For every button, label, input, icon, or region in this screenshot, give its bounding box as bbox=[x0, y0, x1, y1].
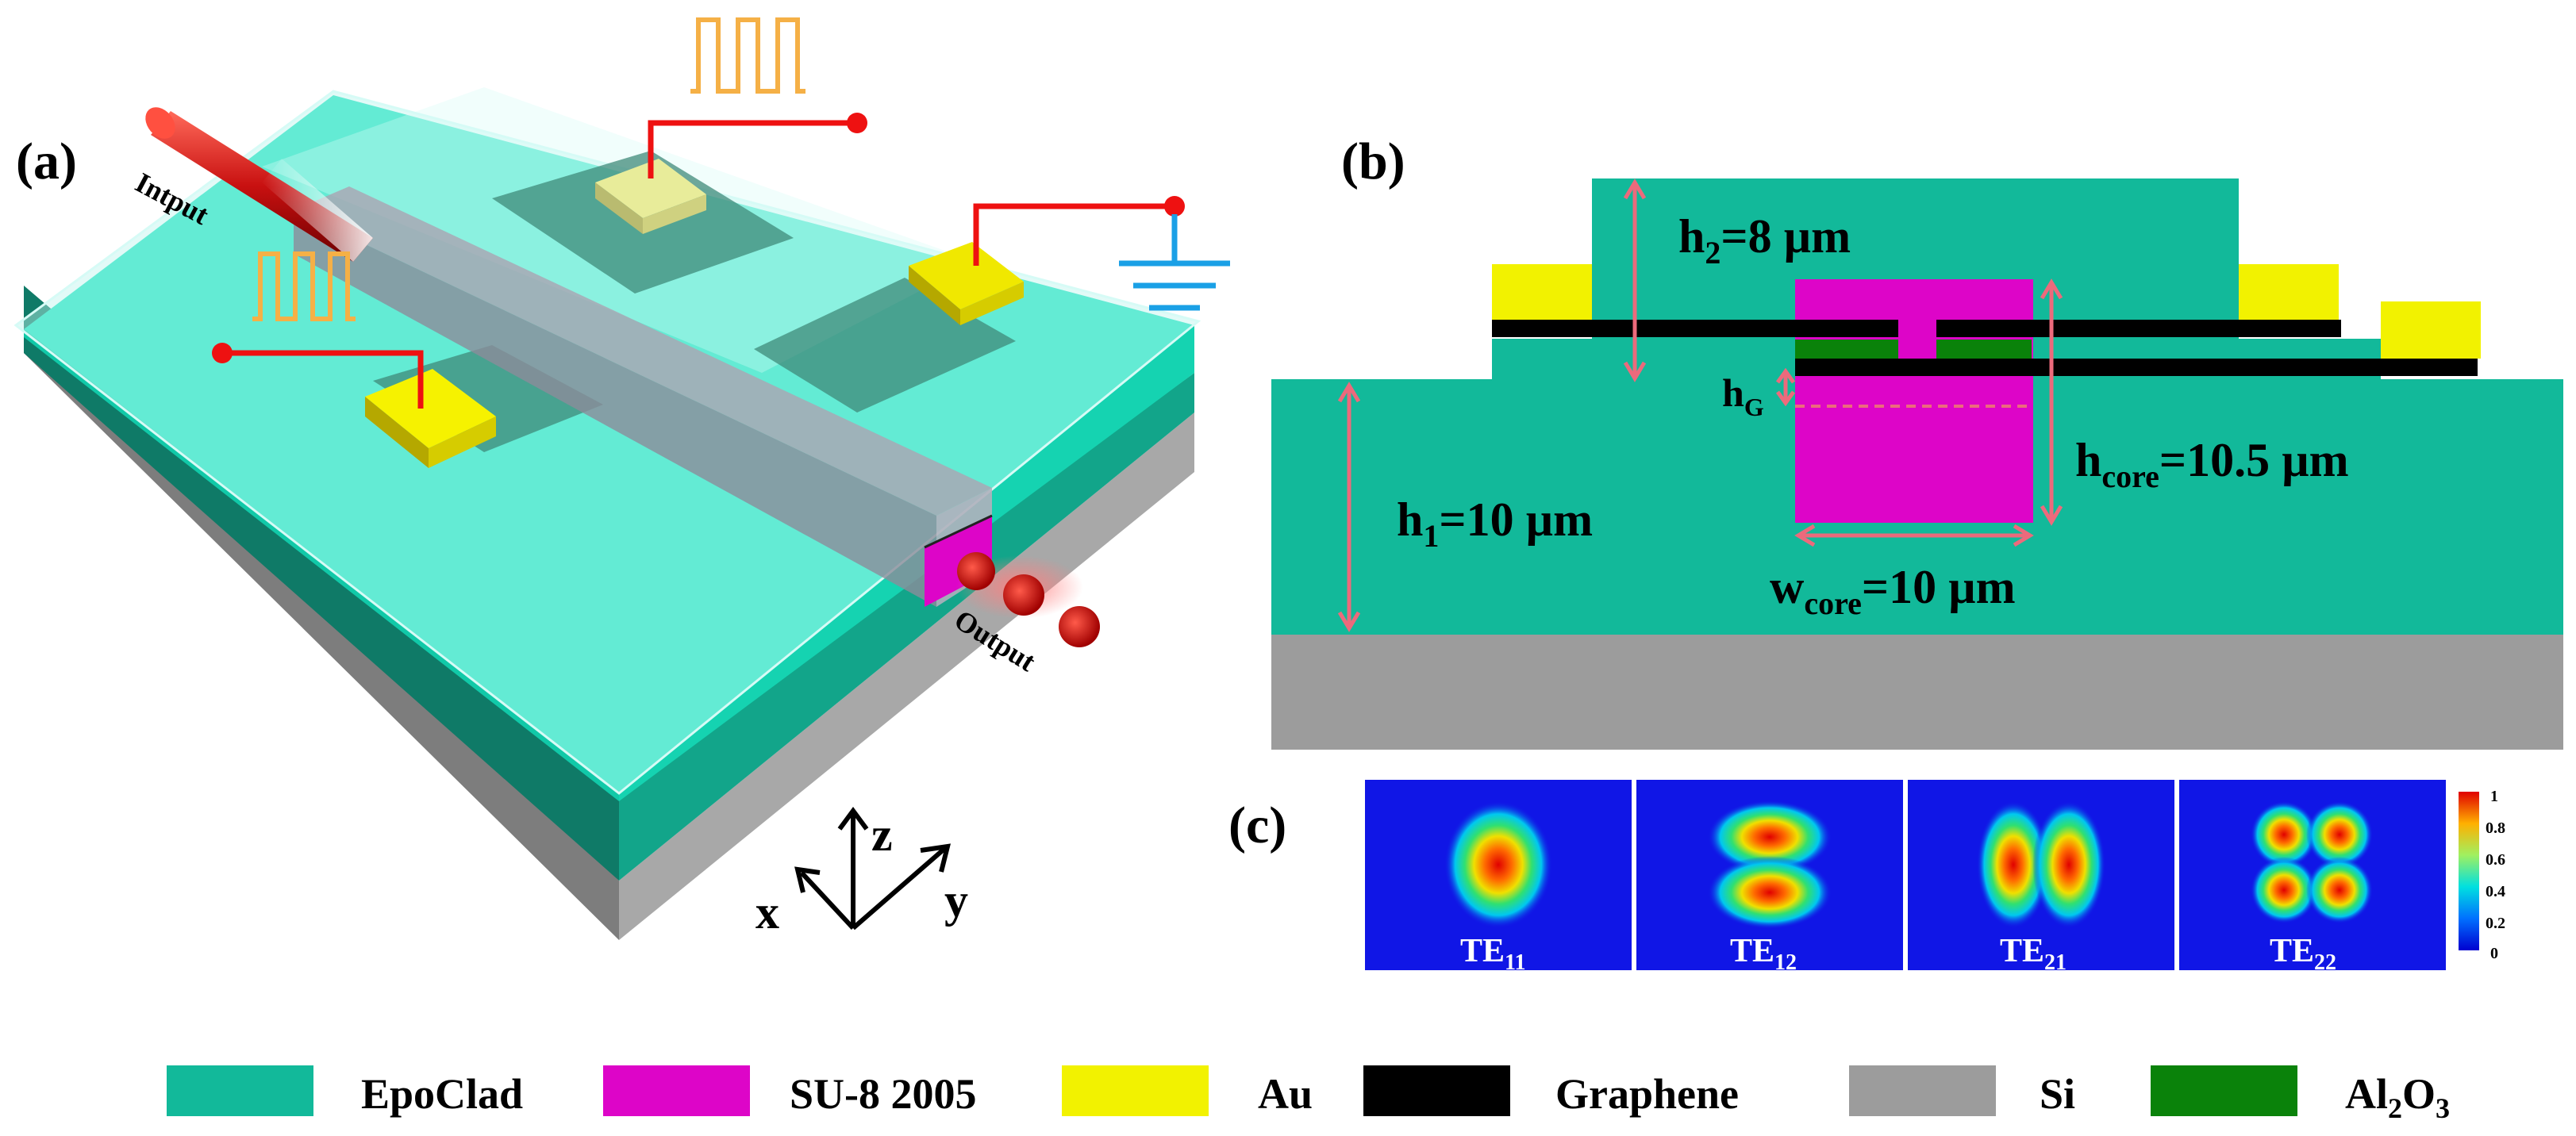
axis-x-label: x bbox=[755, 886, 779, 938]
gold-pad-left bbox=[365, 369, 496, 468]
legend-label-su8: SU-8 2005 bbox=[790, 1070, 977, 1118]
ground-icon bbox=[1119, 214, 1230, 311]
pulse-signal-icon-top bbox=[690, 17, 805, 94]
h1-label: h1=10 µm bbox=[1397, 493, 1593, 554]
wcore-label: wcore=10 µm bbox=[1770, 561, 2016, 621]
terminal-top bbox=[847, 113, 867, 133]
axis-z-label: z bbox=[871, 808, 893, 861]
wire-right bbox=[973, 203, 1175, 266]
mode-te21: TE21 bbox=[1908, 780, 2174, 975]
si-layer bbox=[1271, 635, 2563, 750]
terminal-left bbox=[212, 343, 233, 363]
dimension-arrows bbox=[1337, 178, 2063, 632]
si-substrate-side-right bbox=[619, 413, 1194, 940]
lower-clad-side-right bbox=[619, 373, 1194, 881]
hcore-label: hcore=10.5 µm bbox=[2075, 434, 2349, 494]
panel-b: (b) bbox=[1271, 132, 2563, 750]
waveguide-side bbox=[294, 210, 936, 607]
output-dot-2 bbox=[1003, 574, 1044, 616]
wire-top bbox=[648, 120, 857, 178]
waveguide-core-end bbox=[925, 516, 992, 607]
waveguide-top bbox=[294, 186, 992, 516]
output-dot-1 bbox=[957, 552, 995, 590]
legend-swatch-au bbox=[1062, 1065, 1209, 1116]
terminal-right bbox=[1164, 196, 1185, 217]
panel-c: (c) TE11 TE12 TE21 TE22 1 bbox=[1228, 780, 2505, 975]
core-notch bbox=[1898, 300, 1936, 359]
legend-swatch-su8 bbox=[603, 1065, 750, 1116]
legend-label-au: Au bbox=[1258, 1070, 1313, 1118]
mode-te12: TE12 bbox=[1636, 780, 1903, 975]
al2o3-left bbox=[1795, 340, 1898, 359]
mode-te22-label: TE22 bbox=[2270, 933, 2336, 975]
legend-label-epoclad: EpoClad bbox=[361, 1070, 523, 1118]
mode-te22: TE22 bbox=[2179, 780, 2446, 975]
colorbar-tick-08: 0.8 bbox=[2486, 819, 2505, 837]
cladding-top bbox=[24, 95, 1194, 793]
gold-pad-top bbox=[595, 159, 706, 234]
output-dot-3 bbox=[1059, 606, 1100, 647]
al2o3-right bbox=[1936, 340, 2032, 359]
legend-label-si: Si bbox=[2040, 1070, 2075, 1118]
au-pad-right bbox=[2381, 301, 2481, 359]
h2-label: h2=8 µm bbox=[1678, 210, 1851, 271]
colorbar bbox=[2459, 792, 2479, 950]
hg-label: hG bbox=[1722, 370, 1764, 421]
legend-swatch-epoclad bbox=[167, 1065, 313, 1116]
axis-y-label: y bbox=[944, 874, 968, 927]
panel-a-label: (a) bbox=[16, 132, 77, 190]
colorbar-tick-0: 0 bbox=[2490, 945, 2498, 962]
legend-label-al2o3: Al2O3 bbox=[2345, 1070, 2450, 1124]
mode-te12-label: TE12 bbox=[1730, 933, 1797, 975]
au-pad-mid bbox=[2239, 264, 2339, 320]
coordinate-axes bbox=[794, 806, 951, 931]
colorbar-tick-02: 0.2 bbox=[2486, 915, 2505, 932]
waveguide-core-graphene-mark bbox=[924, 514, 993, 549]
panel-a: (a) bbox=[13, 17, 1230, 940]
colorbar-tick-04: 0.4 bbox=[2486, 883, 2505, 900]
pulse-signal-icon-left bbox=[252, 251, 356, 321]
legend-swatch-al2o3 bbox=[2151, 1065, 2297, 1116]
gold-pad-right bbox=[909, 242, 1024, 325]
input-fiber bbox=[145, 107, 373, 262]
mode-te11-label: TE11 bbox=[1460, 933, 1526, 975]
graphene-bottom bbox=[1795, 359, 2478, 376]
colorbar-tick-06: 0.6 bbox=[2486, 851, 2505, 869]
mode-te11: TE11 bbox=[1365, 780, 1632, 975]
mode-te21-label: TE21 bbox=[2000, 933, 2067, 975]
wire-left bbox=[222, 350, 424, 409]
legend-label-graphene: Graphene bbox=[1555, 1070, 1739, 1118]
legend-swatch-graphene bbox=[1363, 1065, 1510, 1116]
legend-swatch-si bbox=[1849, 1065, 1996, 1116]
panel-c-label: (c) bbox=[1228, 796, 1286, 854]
colorbar-ticks: 1 0.8 0.6 0.4 0.2 0 bbox=[2486, 788, 2505, 962]
au-pad-left bbox=[1492, 264, 1592, 320]
colorbar-tick-1: 1 bbox=[2490, 788, 2498, 805]
panel-b-label: (b) bbox=[1341, 132, 1405, 190]
output-beam bbox=[956, 552, 1100, 647]
legend: EpoClad SU-8 2005 Au Graphene Si Al2O3 bbox=[167, 1065, 2450, 1124]
